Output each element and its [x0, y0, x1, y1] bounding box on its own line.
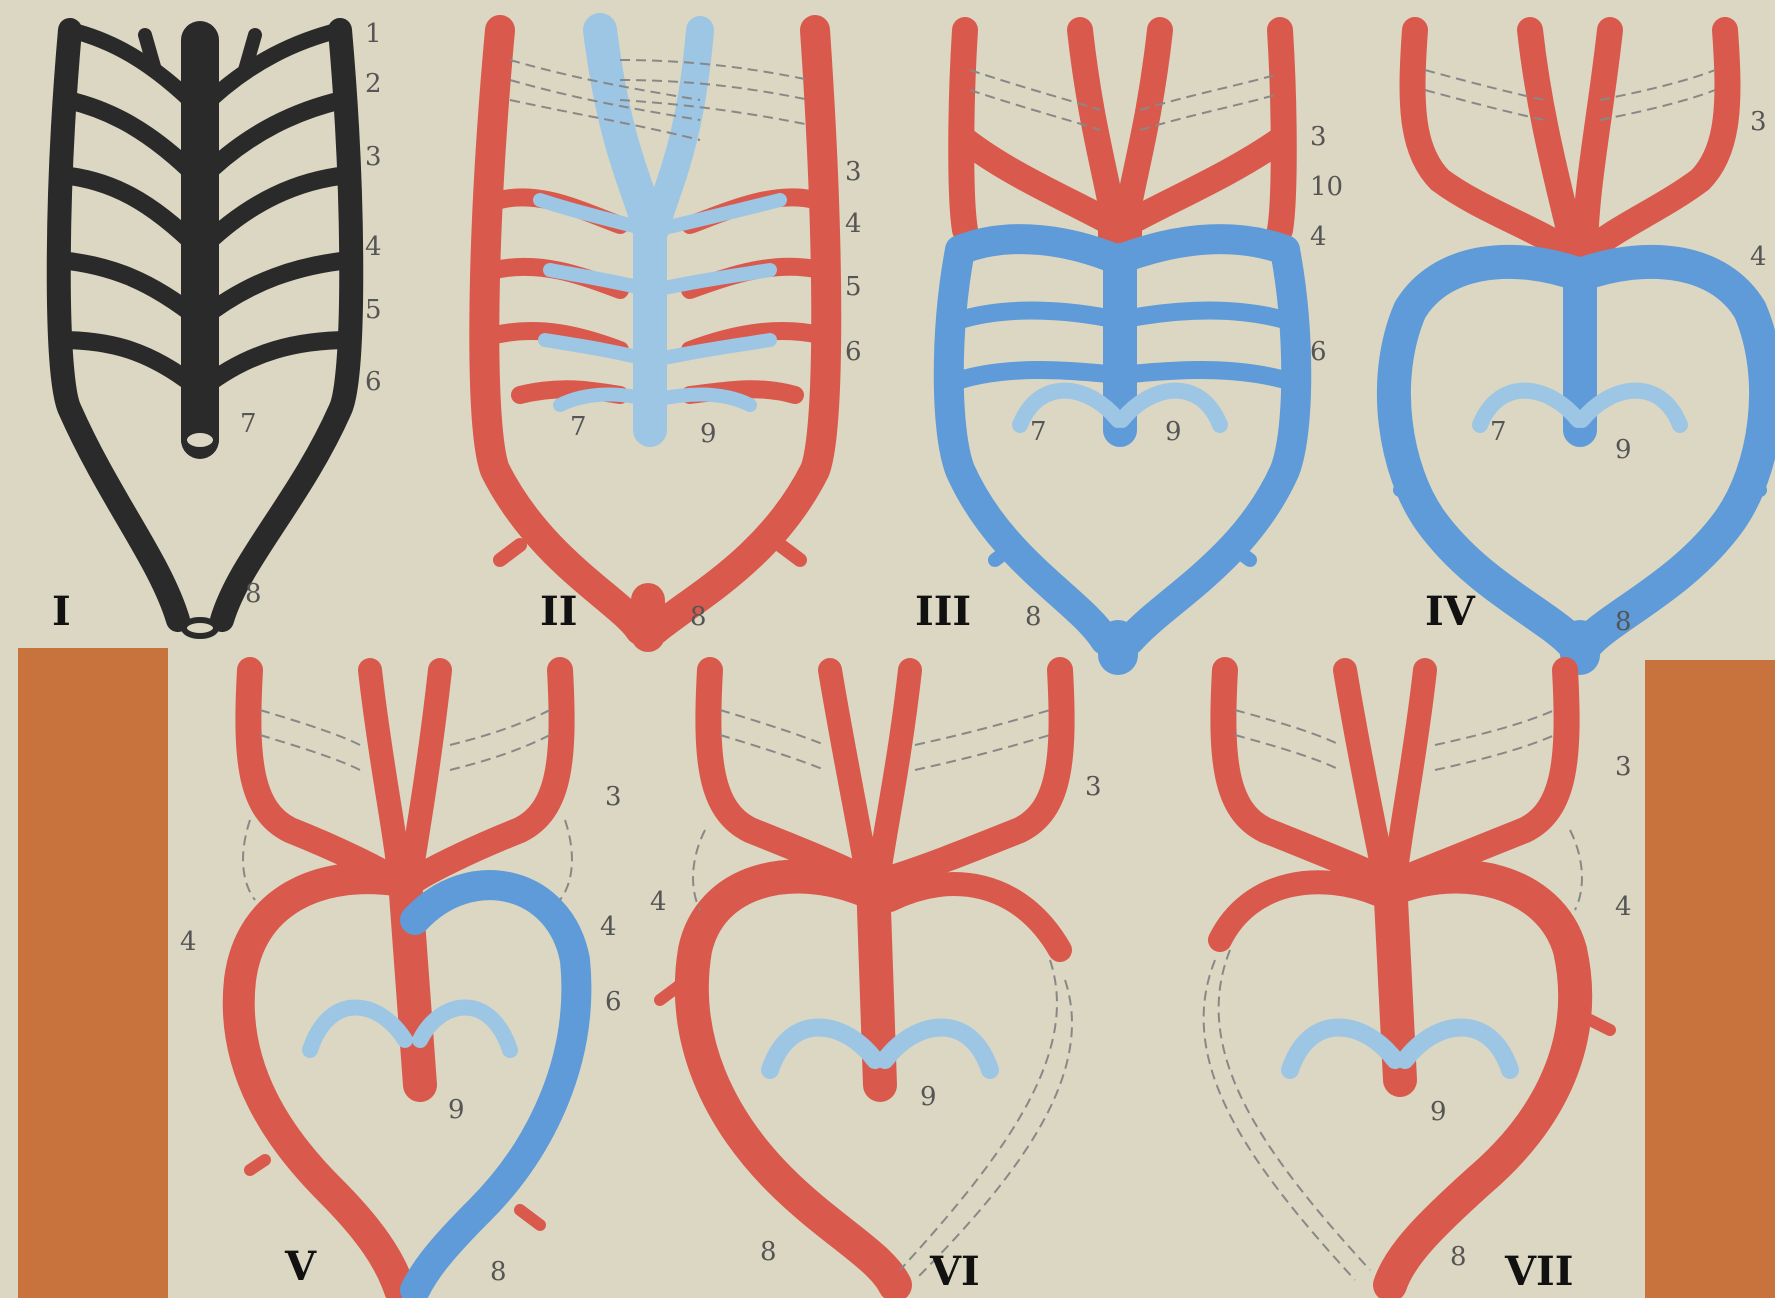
svg-text:4: 4: [650, 887, 667, 917]
svg-text:7: 7: [570, 412, 587, 442]
label-6: 6: [365, 367, 382, 397]
label-7: 7: [240, 409, 257, 439]
svg-text:5: 5: [845, 272, 862, 302]
svg-text:8: 8: [760, 1237, 777, 1267]
label-1: 1: [365, 19, 382, 49]
label-4: 4: [365, 232, 382, 262]
svg-text:8: 8: [490, 1257, 507, 1287]
svg-text:4: 4: [1310, 222, 1327, 252]
svg-text:9: 9: [700, 419, 717, 449]
svg-text:7: 7: [1030, 417, 1047, 447]
svg-text:7: 7: [1490, 417, 1507, 447]
svg-text:8: 8: [1025, 602, 1042, 632]
label-3: 3: [365, 142, 382, 172]
panel-iv-label: IV: [1425, 588, 1476, 635]
panel-iii-label: III: [915, 588, 971, 635]
left-side-tab: [18, 648, 168, 1298]
svg-text:9: 9: [920, 1082, 937, 1112]
svg-text:9: 9: [1615, 435, 1632, 465]
svg-text:6: 6: [1310, 337, 1327, 367]
panel-vii-label: VII: [1504, 1248, 1573, 1295]
svg-text:3: 3: [1310, 122, 1327, 152]
svg-text:3: 3: [605, 782, 622, 812]
svg-text:4: 4: [180, 927, 197, 957]
svg-text:8: 8: [1615, 607, 1632, 637]
svg-text:9: 9: [1430, 1097, 1447, 1127]
svg-text:9: 9: [448, 1095, 465, 1125]
svg-text:3: 3: [845, 157, 862, 187]
svg-text:3: 3: [1750, 107, 1767, 137]
svg-text:9: 9: [1165, 417, 1182, 447]
svg-text:8: 8: [690, 602, 707, 632]
svg-text:6: 6: [845, 337, 862, 367]
label-5: 5: [365, 295, 382, 325]
svg-text:3: 3: [1085, 772, 1102, 802]
label-2: 2: [365, 69, 382, 99]
svg-text:10: 10: [1310, 172, 1343, 202]
panel-ii-label: II: [540, 588, 577, 635]
right-side-tab: [1645, 660, 1775, 1298]
panel-vi-label: VI: [929, 1248, 980, 1295]
svg-text:4: 4: [1750, 242, 1767, 272]
svg-text:8: 8: [1450, 1242, 1467, 1272]
svg-text:4: 4: [845, 209, 862, 239]
svg-text:6: 6: [605, 987, 622, 1017]
panel-i-label: I: [52, 588, 71, 635]
panel-v-label: V: [284, 1243, 317, 1290]
svg-text:4: 4: [1615, 892, 1632, 922]
label-8: 8: [245, 579, 262, 609]
svg-text:3: 3: [1615, 752, 1632, 782]
svg-text:4: 4: [600, 912, 617, 942]
